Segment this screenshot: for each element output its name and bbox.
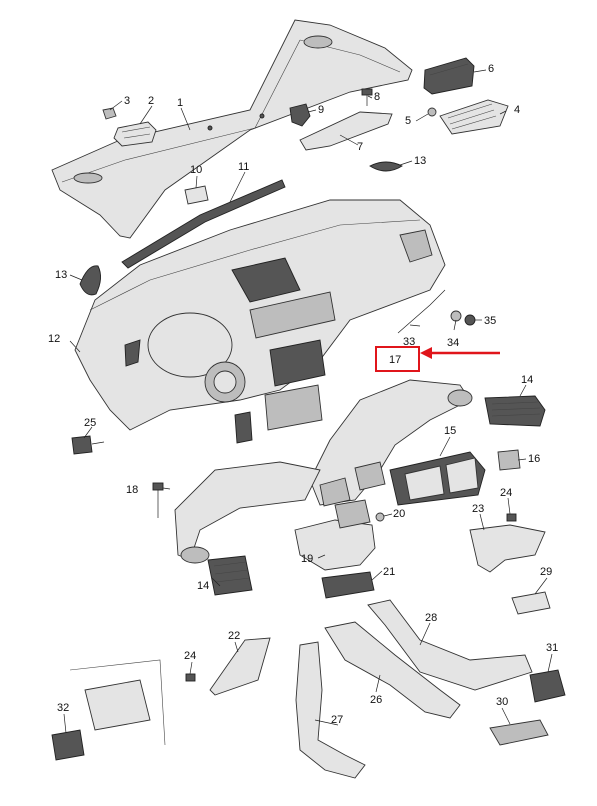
callout-21: 21 xyxy=(383,566,395,578)
callout-4: 4 xyxy=(514,104,520,116)
callout-13-left: 13 xyxy=(55,269,67,281)
callout-24-right: 24 xyxy=(500,487,512,499)
callout-27: 27 xyxy=(331,714,343,726)
part-15-center-vent xyxy=(389,451,486,506)
part-16-switch xyxy=(497,449,521,471)
callout-5: 5 xyxy=(405,115,411,127)
callout-13-top: 13 xyxy=(414,155,426,167)
callout-22: 22 xyxy=(228,630,240,642)
callout-14-left: 14 xyxy=(197,580,209,592)
part-5-clip xyxy=(427,107,437,117)
callout-2: 2 xyxy=(148,95,154,107)
part-30-rear-vent xyxy=(489,719,549,746)
part-34-sensor xyxy=(450,310,462,322)
part-33-hose xyxy=(397,289,446,334)
part-10-switch xyxy=(184,185,209,205)
callout-17: 17 xyxy=(389,354,401,366)
callout-35: 35 xyxy=(484,315,496,327)
part-2-bracket xyxy=(113,121,157,147)
callout-3: 3 xyxy=(124,95,130,107)
callout-6: 6 xyxy=(488,63,494,75)
callout-25: 25 xyxy=(84,417,96,429)
callout-labels: 1 2 3 4 5 6 7 8 9 10 11 12 13 13 14 14 1… xyxy=(48,63,558,726)
callout-11: 11 xyxy=(238,161,249,173)
part-17-air-duct xyxy=(174,379,473,564)
part-19-duct xyxy=(294,499,376,571)
highlight-box xyxy=(375,346,420,372)
part-8-screw xyxy=(361,88,373,106)
part-27-floor-duct-left xyxy=(295,641,366,779)
callout-28: 28 xyxy=(425,612,437,624)
callout-9: 9 xyxy=(318,104,324,116)
part-25-connector xyxy=(71,435,105,455)
part-22-bracket xyxy=(209,637,271,696)
part-21-vent-lower xyxy=(321,571,375,599)
part-32-vent-inset xyxy=(51,659,166,761)
part-14-air-vent-left xyxy=(207,555,253,596)
callout-31: 31 xyxy=(546,642,558,654)
part-26-floor-duct-center xyxy=(324,621,461,719)
part-31-rear-vent xyxy=(529,669,566,703)
callout-12: 12 xyxy=(48,333,60,345)
highlight-callout-17: 17 xyxy=(375,346,500,372)
callout-23: 23 xyxy=(472,503,484,515)
part-1-plenum-panel xyxy=(51,19,413,239)
part-11-defroster-vent xyxy=(121,179,286,269)
highlight-arrow-head xyxy=(420,347,432,359)
callout-7: 7 xyxy=(357,141,363,153)
callout-26: 26 xyxy=(370,694,382,706)
callout-10: 10 xyxy=(190,164,202,176)
part-4-grille xyxy=(439,99,509,135)
callout-1: 1 xyxy=(177,97,183,109)
part-24-screw-right xyxy=(506,513,517,522)
part-7-trim xyxy=(299,111,393,151)
part-14-air-vent-right xyxy=(484,395,546,427)
callout-20: 20 xyxy=(393,508,405,520)
part-20-clip xyxy=(375,512,385,522)
callout-14-right: 14 xyxy=(521,374,533,386)
callout-24-left: 24 xyxy=(184,650,196,662)
part-23-duct-right xyxy=(469,524,546,573)
part-13-speaker-grille-b xyxy=(79,265,101,296)
callout-30: 30 xyxy=(496,696,508,708)
part-12-dashboard xyxy=(74,199,446,444)
callout-33: 33 xyxy=(403,336,415,348)
part-35-clip xyxy=(464,314,476,326)
part-18-screw xyxy=(152,482,164,518)
callout-32: 32 xyxy=(57,702,69,714)
part-9-sensor xyxy=(289,103,311,127)
part-29-clip xyxy=(511,591,551,615)
callout-15: 15 xyxy=(444,425,456,437)
callout-8: 8 xyxy=(374,91,380,103)
callout-34: 34 xyxy=(447,337,459,349)
callout-29: 29 xyxy=(540,566,552,578)
callout-16: 16 xyxy=(528,453,540,465)
part-6-cover xyxy=(423,57,475,95)
part-28-floor-duct-right xyxy=(367,599,533,691)
callout-18: 18 xyxy=(126,484,138,496)
callout-19: 19 xyxy=(301,553,313,565)
part-3-nut xyxy=(102,107,117,120)
leader-lines xyxy=(63,69,553,734)
part-13-speaker-grille-a xyxy=(369,161,403,172)
part-24-screw-left xyxy=(185,673,196,682)
